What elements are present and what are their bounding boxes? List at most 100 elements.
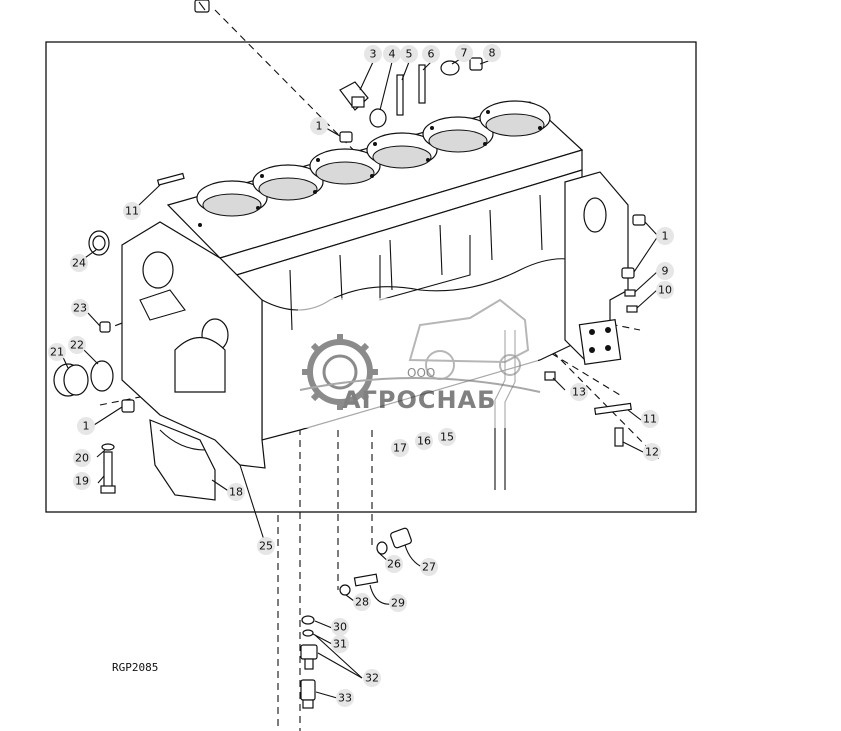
washer-icon [339, 584, 351, 596]
washer-icon [101, 443, 115, 451]
callout-c26: 26 [385, 555, 403, 573]
callout-c4: 4 [383, 45, 401, 63]
o-ring-icon [369, 108, 387, 128]
callout-label: 21 [50, 346, 64, 359]
watermark-logo: ООО АГРОСНАБ [298, 298, 541, 428]
o-ring-icon [376, 541, 388, 555]
callout-label: 31 [333, 638, 347, 651]
callout-bubble [336, 689, 354, 707]
callout-c21: 21 [48, 343, 66, 361]
fitting-icon [390, 527, 412, 549]
callout-bubble [77, 417, 95, 435]
callout-label: 4 [389, 48, 396, 61]
callout-label: 28 [355, 596, 369, 609]
callout-bubble [73, 449, 91, 467]
callout-label: 15 [440, 431, 454, 444]
callout-label: 24 [72, 257, 86, 270]
cylinder-bores [196, 100, 551, 217]
callout-bubble [331, 618, 349, 636]
callout-label: 3 [370, 48, 377, 61]
pin-icon [614, 427, 624, 447]
callout-c33: 33 [336, 689, 354, 707]
callout-bubble [363, 669, 381, 687]
callout-label: 18 [229, 486, 243, 499]
callout-c11a: 11 [123, 202, 141, 220]
callout-label: 10 [658, 284, 672, 297]
callout-label: 1 [316, 120, 323, 133]
callout-c1a: 1 [310, 117, 328, 135]
dowel-icon [121, 399, 135, 413]
callout-bubble [483, 44, 501, 62]
expansion-plug-icon [88, 230, 110, 256]
adapter-icon [300, 679, 316, 709]
callout-c11b: 11 [641, 410, 659, 428]
callout-label: 6 [428, 48, 435, 61]
callout-c32: 32 [363, 669, 381, 687]
callout-bubble [385, 555, 403, 573]
callout-c25: 25 [257, 537, 275, 555]
callout-label: 23 [73, 302, 87, 315]
callout-c19: 19 [73, 472, 91, 490]
callout-label: 12 [645, 446, 659, 459]
callout-label: 25 [259, 540, 273, 553]
callout-bubble [643, 443, 661, 461]
small-parts [53, 57, 646, 709]
callout-c18: 18 [227, 483, 245, 501]
callout-label: 13 [572, 386, 586, 399]
callout-label: 27 [422, 561, 436, 574]
callout-label: 32 [365, 672, 379, 685]
stud-icon [594, 402, 632, 416]
nut-icon [301, 615, 315, 625]
callout-c30: 30 [331, 618, 349, 636]
callout-c31: 31 [331, 635, 349, 653]
dowel-icon [99, 321, 111, 333]
stud-icon [396, 74, 404, 116]
callout-label: 5 [406, 48, 413, 61]
pin-icon [624, 289, 636, 297]
fitting-icon [469, 57, 483, 71]
callout-bubble [73, 472, 91, 490]
callout-label: 1 [662, 230, 669, 243]
callout-bubble [570, 383, 588, 401]
callout-c20: 20 [73, 449, 91, 467]
plug-icon [339, 81, 369, 111]
callout-c17: 17 [391, 439, 409, 457]
callout-c6: 6 [422, 45, 440, 63]
callout-c27: 27 [420, 558, 438, 576]
callout-bubble [438, 428, 456, 446]
callout-bubble [364, 45, 382, 63]
callout-label: 30 [333, 621, 347, 634]
callout-label: 17 [393, 442, 407, 455]
callout-label: 20 [75, 452, 89, 465]
gear-icon [302, 334, 378, 410]
cap-icon [440, 60, 460, 76]
callout-c1b: 1 [656, 227, 674, 245]
sensor-icon [300, 644, 318, 670]
callout-label: 33 [338, 692, 352, 705]
callout-bubble [400, 45, 418, 63]
callout-bubble [415, 432, 433, 450]
bearing-cap-icon [149, 419, 216, 501]
callout-c1c: 1 [77, 417, 95, 435]
watermark-line2: АГРОСНАБ [342, 386, 496, 414]
callout-bubble [123, 202, 141, 220]
callout-label: 8 [489, 47, 496, 60]
callout-label: 16 [417, 435, 431, 448]
dowel-icon [339, 131, 353, 143]
callout-c13: 13 [570, 383, 588, 401]
callout-bubble [420, 558, 438, 576]
watermark-line1: ООО [407, 366, 435, 380]
callout-bubble [389, 594, 407, 612]
callout-bubble [656, 262, 674, 280]
callout-bubble [71, 299, 89, 317]
seal-ring-icon [90, 360, 114, 392]
callout-bubble [656, 227, 674, 245]
callout-c29: 29 [389, 594, 407, 612]
cup-plug-icon [53, 363, 89, 397]
top-bolt-icon [194, 0, 210, 13]
washer-icon [302, 629, 314, 637]
callout-bubble [48, 343, 66, 361]
reference-code: RGP2085 [112, 661, 158, 674]
callout-c7: 7 [455, 44, 473, 62]
